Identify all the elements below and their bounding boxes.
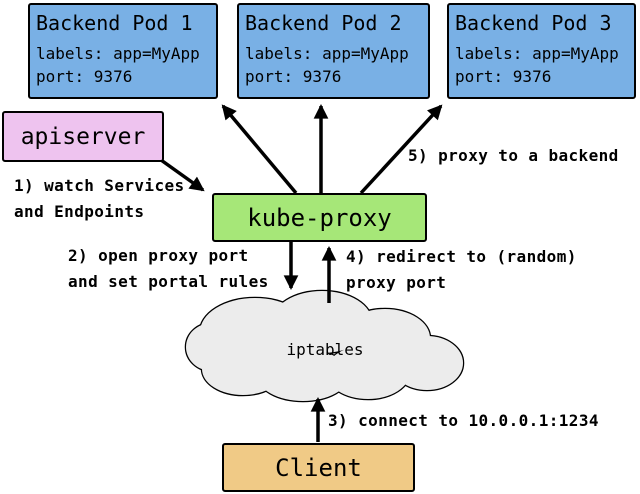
apiserver-label: apiserver <box>20 123 146 150</box>
kube-proxy-label: kube-proxy <box>247 203 392 232</box>
iptables-cloud <box>184 289 465 403</box>
backend-pod-3-port: port: 9376 <box>455 67 552 86</box>
arrow-kubeproxy-to-pod1 <box>221 104 298 195</box>
backend-pod-3-labels: labels: app=MyApp <box>455 44 619 63</box>
backend-pod-3-title: Backend Pod 3 <box>455 11 612 35</box>
backend-pod-1-labels: labels: app=MyApp <box>36 44 200 63</box>
kube-proxy-node: kube-proxy <box>212 193 427 242</box>
client-node: Client <box>222 443 415 492</box>
step3-annotation: 3) connect to 10.0.0.1:1234 <box>328 411 599 430</box>
iptables-label: iptables <box>286 340 364 359</box>
backend-pod-2-labels: labels: app=MyApp <box>245 44 409 63</box>
backend-pod-1: Backend Pod 1 labels: app=MyApp port: 93… <box>28 3 218 99</box>
apiserver-node: apiserver <box>2 111 164 162</box>
step4-annotation: 4) redirect to (random) proxy port <box>346 244 577 296</box>
backend-pod-1-port: port: 9376 <box>36 67 133 86</box>
step4-line1: 4) redirect to (random) <box>346 247 577 266</box>
backend-pod-1-title: Backend Pod 1 <box>36 11 193 35</box>
backend-pod-2: Backend Pod 2 labels: app=MyApp port: 93… <box>237 3 430 99</box>
client-label: Client <box>275 453 362 482</box>
step4-line2: proxy port <box>346 273 447 292</box>
arrow-apiserver-to-kubeproxy <box>159 158 205 192</box>
backend-pod-3: Backend Pod 3 labels: app=MyApp port: 93… <box>447 3 636 99</box>
step1-annotation: 1) watch Services and Endpoints <box>14 173 185 225</box>
step2-annotation: 2) open proxy port and set portal rules <box>68 243 269 295</box>
step5-annotation: 5) proxy to a backend <box>408 146 619 165</box>
backend-pod-2-port: port: 9376 <box>245 67 342 86</box>
step2-line1: 2) open proxy port <box>68 246 249 265</box>
backend-pod-2-title: Backend Pod 2 <box>245 11 402 35</box>
step1-line2: and Endpoints <box>14 202 145 221</box>
arrow-kubeproxy-to-pod3 <box>359 104 443 195</box>
step2-line2: and set portal rules <box>68 272 269 291</box>
step1-line1: 1) watch Services <box>14 176 185 195</box>
